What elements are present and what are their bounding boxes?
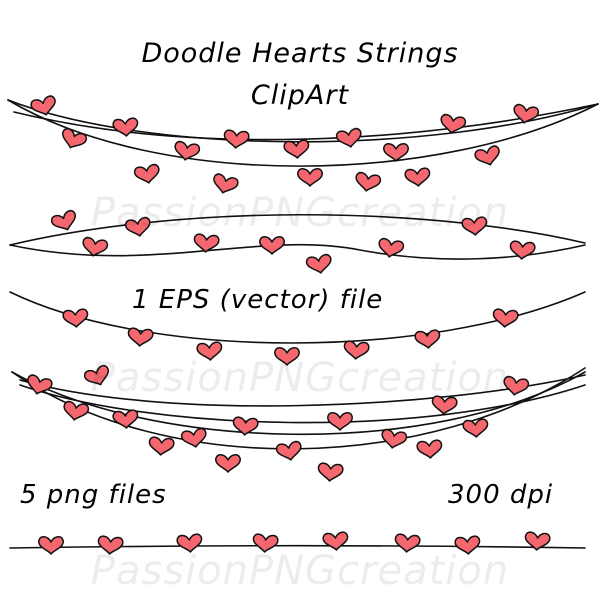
heart-icon bbox=[524, 531, 551, 551]
string-line bbox=[9, 243, 586, 260]
title-line-2: ClipArt bbox=[250, 80, 350, 111]
heart-icon bbox=[30, 95, 56, 116]
heart-icon bbox=[462, 418, 489, 438]
watermark: PassionPNGcreation bbox=[90, 190, 510, 236]
heart-icon bbox=[232, 416, 259, 436]
string-line bbox=[9, 213, 586, 246]
heart-icon bbox=[252, 533, 279, 553]
heart-icon bbox=[414, 329, 441, 349]
heart-icon bbox=[378, 237, 405, 258]
heart-icon bbox=[148, 436, 175, 456]
heart-icon bbox=[112, 117, 139, 137]
heart-icon bbox=[492, 308, 519, 328]
heart-icon bbox=[283, 139, 310, 159]
string-line bbox=[19, 384, 586, 424]
heart-icon bbox=[215, 454, 241, 473]
heart-icon bbox=[383, 143, 409, 162]
heart-icon bbox=[259, 236, 285, 255]
heart-icon bbox=[133, 163, 160, 184]
heart-icon bbox=[127, 327, 154, 347]
heart-icon bbox=[355, 171, 382, 192]
heart-icon bbox=[196, 341, 223, 361]
string-line bbox=[7, 99, 599, 143]
string-line bbox=[13, 103, 599, 141]
heart-icon bbox=[176, 533, 203, 553]
heart-icon bbox=[223, 129, 250, 149]
heart-icon bbox=[343, 340, 370, 360]
heart-icon bbox=[112, 409, 139, 429]
heart-icon bbox=[461, 216, 488, 236]
title-line-1: Doodle Hearts Strings bbox=[141, 38, 459, 69]
heart-icon bbox=[82, 236, 109, 257]
heart-icon bbox=[322, 531, 349, 551]
heart-icon bbox=[317, 462, 344, 482]
heart-icon bbox=[503, 375, 530, 396]
heart-icon bbox=[27, 374, 53, 395]
heart-icon bbox=[124, 216, 151, 237]
heart-icon bbox=[297, 168, 323, 187]
heart-icon bbox=[274, 347, 300, 366]
dpi-label: 300 dpi bbox=[448, 480, 554, 510]
heart-icon bbox=[404, 167, 431, 187]
watermark: PassionPNGcreation bbox=[90, 548, 510, 594]
heart-icon bbox=[97, 535, 124, 555]
heart-icon bbox=[180, 427, 207, 448]
heart-icon bbox=[62, 127, 88, 149]
heart-icon bbox=[454, 535, 481, 555]
heart-icon bbox=[62, 308, 89, 328]
heart-icon bbox=[474, 145, 500, 166]
hearts-layer bbox=[27, 95, 551, 555]
watermark: PassionPNGcreation bbox=[90, 355, 510, 401]
heart-icon bbox=[440, 113, 467, 134]
heart-icon bbox=[381, 428, 408, 449]
png-files-label: 5 png files bbox=[20, 480, 167, 510]
heart-icon bbox=[38, 536, 64, 555]
heart-icon bbox=[416, 439, 443, 459]
heart-icon bbox=[83, 364, 109, 386]
heart-icon bbox=[394, 533, 421, 553]
heart-icon bbox=[509, 240, 536, 260]
heart-icon bbox=[275, 440, 302, 461]
heart-icon bbox=[335, 127, 362, 148]
string-line bbox=[7, 99, 599, 167]
eps-file-label: 1 EPS (vector) file bbox=[132, 285, 384, 315]
heart-icon bbox=[431, 395, 458, 415]
heart-icon bbox=[63, 400, 90, 421]
heart-icon bbox=[327, 412, 353, 431]
string-line bbox=[9, 544, 586, 549]
heart-icon bbox=[213, 173, 239, 194]
heart-icon bbox=[174, 140, 201, 161]
heart-icon bbox=[50, 209, 76, 231]
heart-icon bbox=[193, 233, 220, 253]
heart-icon bbox=[513, 103, 540, 124]
heart-icon bbox=[305, 253, 332, 274]
